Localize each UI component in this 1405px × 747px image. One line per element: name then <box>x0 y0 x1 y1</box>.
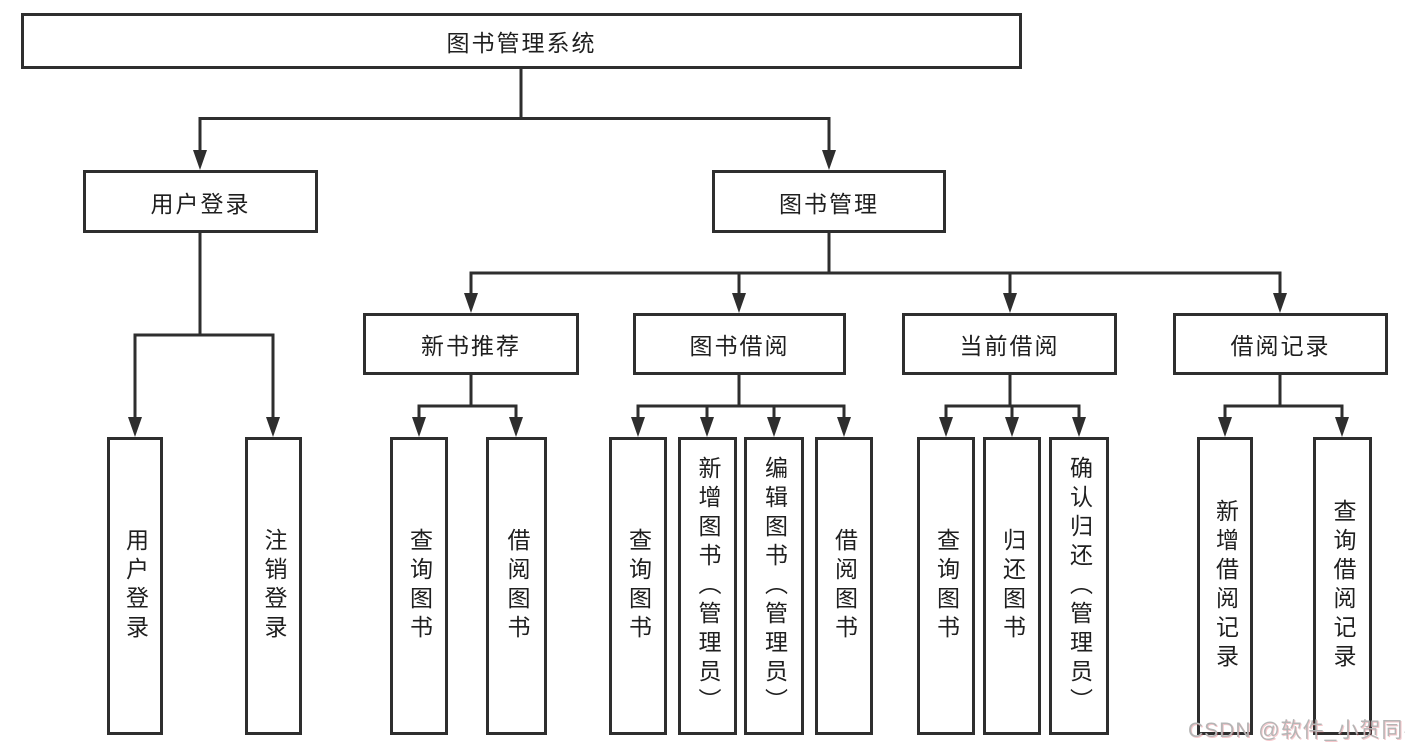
leaf-borrow-books-recommend-label: 借阅图书 <box>504 528 530 644</box>
node-borrow-records: 借阅记录 <box>1173 313 1388 375</box>
node-new-book-recommend-label: 新书推荐 <box>421 333 521 359</box>
leaf-user-login: 用户登录 <box>107 437 163 735</box>
node-root-label: 图书管理系统 <box>446 30 597 56</box>
node-book-borrow: 图书借阅 <box>633 313 846 375</box>
node-user-login-label: 用户登录 <box>150 190 251 217</box>
leaf-logout: 注销登录 <box>245 437 302 735</box>
node-book-management: 图书管理 <box>712 170 946 233</box>
leaf-query-books-current: 查询图书 <box>917 437 975 735</box>
csdn-watermark: CSDN @软件_小贺同学 <box>1188 719 1405 742</box>
leaf-logout-label: 注销登录 <box>261 528 287 644</box>
node-book-management-label: 图书管理 <box>779 190 879 217</box>
leaf-confirm-return-admin: 确认归还（管理员） <box>1049 437 1109 735</box>
node-current-borrow: 当前借阅 <box>902 313 1117 375</box>
leaf-query-borrow-record: 查询借阅记录 <box>1313 437 1372 735</box>
leaf-edit-book-admin: 编辑图书（管理员） <box>744 437 804 735</box>
leaf-borrow-books-label: 借阅图书 <box>831 528 858 644</box>
leaf-add-book-admin-label: 新增图书（管理员） <box>695 455 721 717</box>
leaf-return-books-label: 归还图书 <box>999 528 1026 644</box>
leaf-edit-book-admin-label: 编辑图书（管理员） <box>761 455 788 717</box>
leaf-user-login-label: 用户登录 <box>122 528 149 644</box>
leaf-query-books-borrow-label: 查询图书 <box>625 528 652 644</box>
leaf-query-books-recommend: 查询图书 <box>390 437 448 735</box>
node-book-borrow-label: 图书借阅 <box>689 333 790 359</box>
leaf-query-books-borrow: 查询图书 <box>609 437 667 735</box>
leaf-add-borrow-record-label: 新增借阅记录 <box>1212 499 1239 673</box>
node-user-login: 用户登录 <box>83 170 318 233</box>
leaf-borrow-books: 借阅图书 <box>815 437 873 735</box>
node-new-book-recommend: 新书推荐 <box>363 313 579 375</box>
leaf-query-borrow-record-label: 查询借阅记录 <box>1330 499 1356 673</box>
leaf-add-borrow-record: 新增借阅记录 <box>1197 437 1253 735</box>
node-root: 图书管理系统 <box>21 13 1022 69</box>
node-borrow-records-label: 借阅记录 <box>1230 333 1331 359</box>
leaf-add-book-admin: 新增图书（管理员） <box>678 437 737 735</box>
node-current-borrow-label: 当前借阅 <box>959 333 1060 359</box>
leaf-return-books: 归还图书 <box>983 437 1041 735</box>
leaf-query-books-current-label: 查询图书 <box>933 528 960 644</box>
leaf-query-books-recommend-label: 查询图书 <box>406 528 433 644</box>
leaf-confirm-return-admin-label: 确认归还（管理员） <box>1066 455 1093 717</box>
leaf-borrow-books-recommend: 借阅图书 <box>486 437 547 735</box>
